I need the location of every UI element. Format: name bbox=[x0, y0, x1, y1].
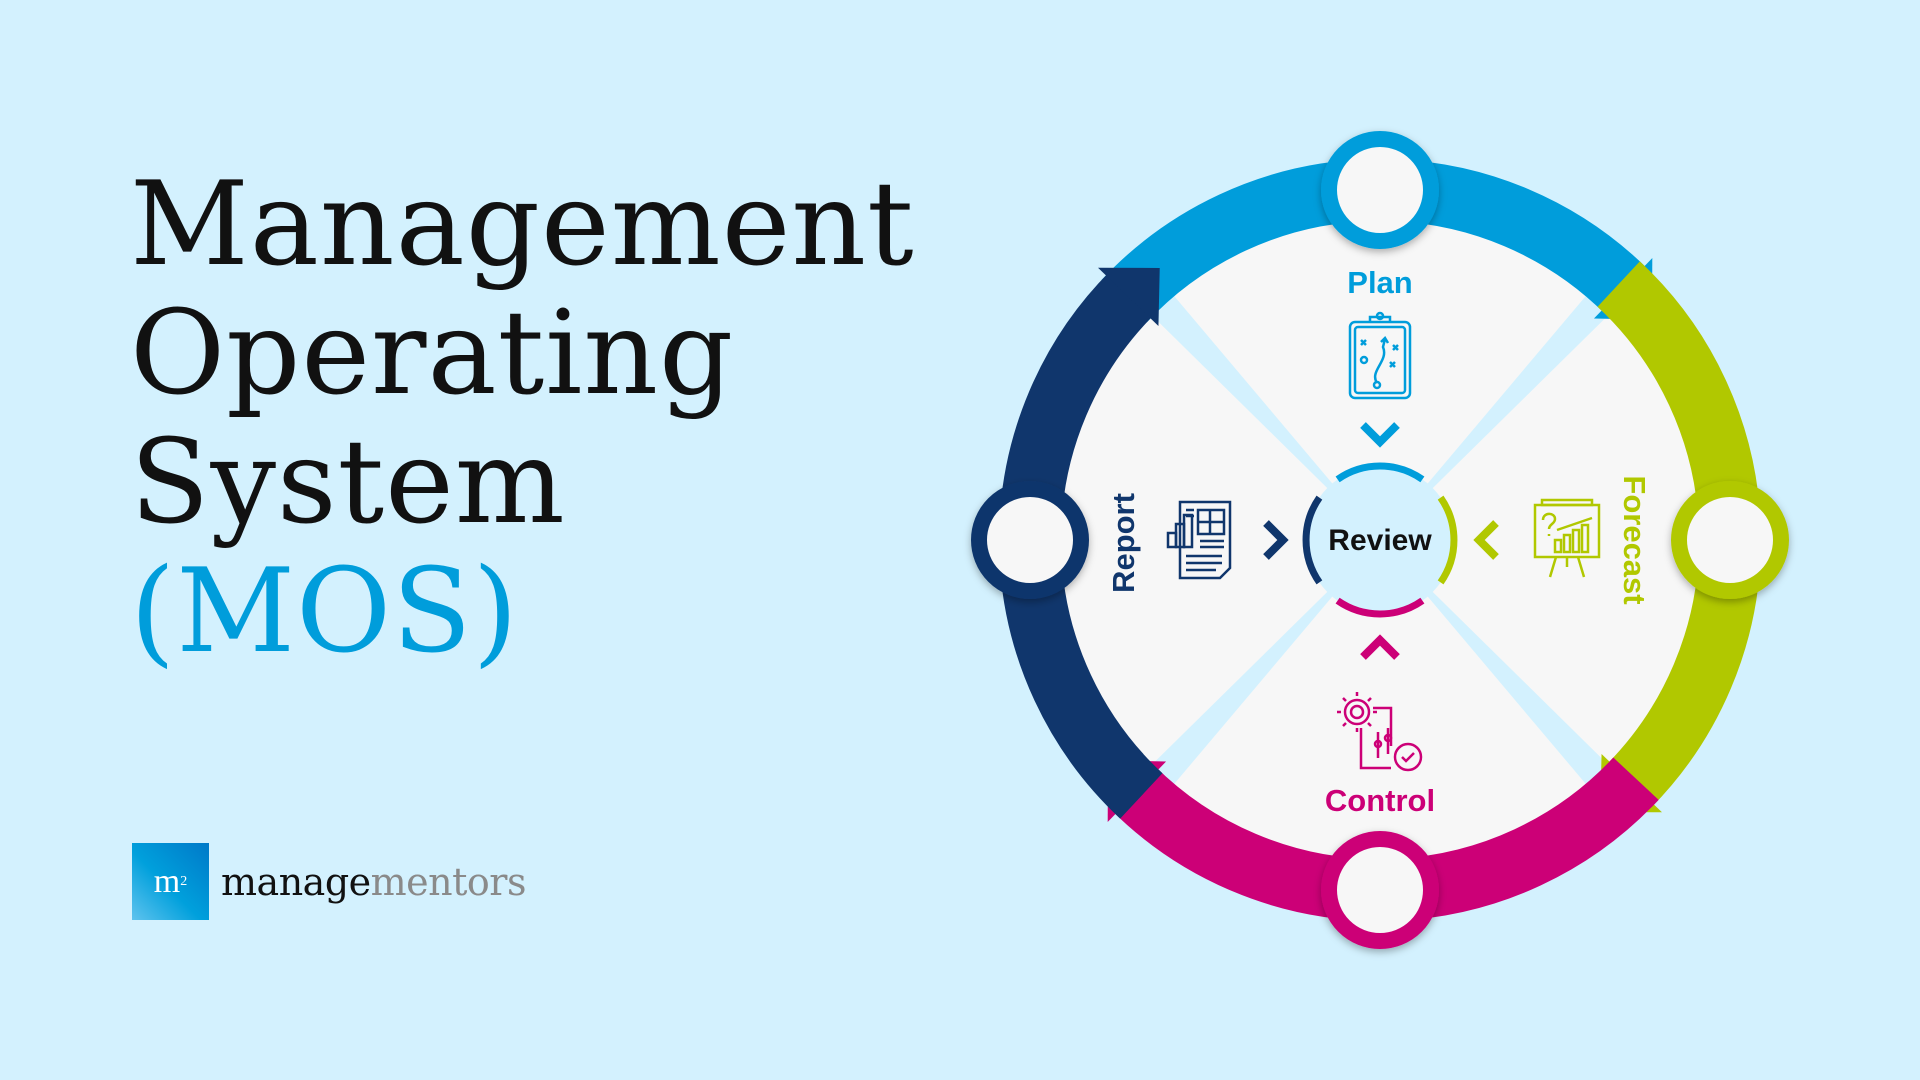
stage-node-control bbox=[1321, 831, 1439, 949]
stage-node-report bbox=[971, 481, 1089, 599]
review-label: Review bbox=[1328, 524, 1432, 557]
stage-label-plan: Plan bbox=[1347, 265, 1412, 300]
stage-label-report: Report bbox=[1106, 493, 1141, 593]
review-circle bbox=[1306, 466, 1454, 614]
stage-label-control: Control bbox=[1325, 783, 1435, 818]
logo-word-light: mentors bbox=[370, 859, 527, 904]
logo-word-dark: manage bbox=[221, 859, 371, 904]
review-ring-plan bbox=[1335, 462, 1425, 483]
review-ring-control bbox=[1335, 597, 1425, 618]
diagonal-dividers bbox=[1118, 265, 1642, 815]
chevron-left-icon bbox=[1473, 520, 1499, 560]
logo-wordmark: managementors bbox=[221, 860, 526, 904]
review-ring-forecast bbox=[1437, 495, 1458, 585]
page-title: Management Operating System (MOS) bbox=[130, 160, 915, 676]
stage-label-forecast: Forecast bbox=[1617, 475, 1652, 604]
title-line: Operating bbox=[130, 286, 735, 421]
logo-mark-sup: 2 bbox=[180, 873, 188, 889]
title-line: Management bbox=[130, 157, 915, 292]
chevron-down-icon bbox=[1360, 422, 1400, 448]
presentation-chart-icon bbox=[1533, 498, 1601, 578]
arrowhead-icon bbox=[1098, 267, 1160, 327]
chevron-up-icon bbox=[1360, 634, 1400, 660]
review-ring-report bbox=[1302, 495, 1323, 585]
title-acronym: (MOS) bbox=[130, 544, 519, 679]
chevron-right-icon bbox=[1263, 520, 1289, 560]
report-document-icon bbox=[1166, 500, 1232, 580]
title-line: System bbox=[130, 415, 566, 550]
gear-sliders-check-icon bbox=[1337, 692, 1423, 772]
stage-node-plan bbox=[1321, 131, 1439, 249]
stage-node-forecast bbox=[1671, 481, 1789, 599]
clipboard-strategy-icon bbox=[1348, 311, 1412, 400]
logo-mark-letter: m bbox=[153, 862, 181, 900]
